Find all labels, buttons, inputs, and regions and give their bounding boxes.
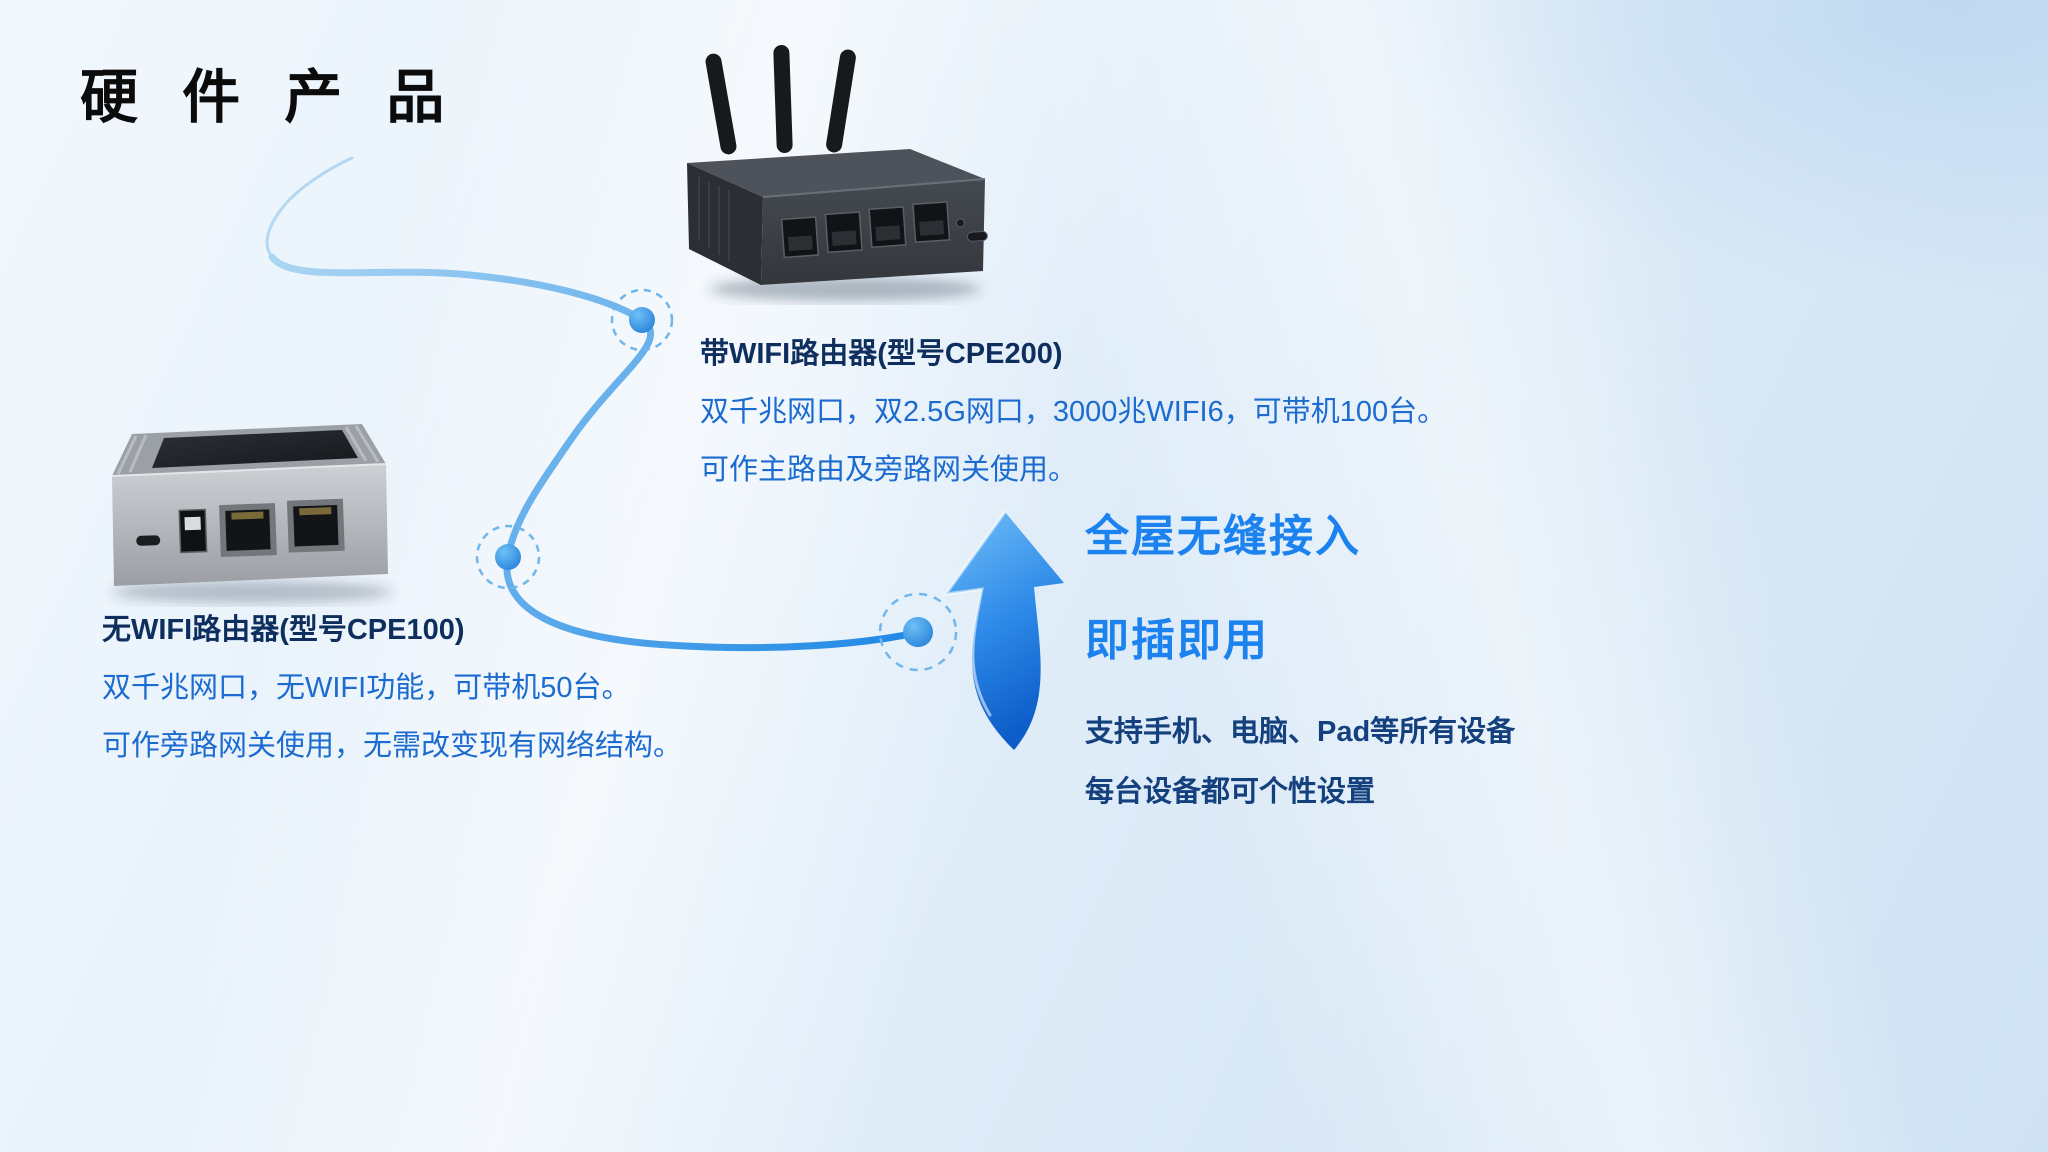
cpe100-desc-2: 可作旁路网关使用，无需改变现有网络结构。 [102, 730, 683, 762]
ethernet-port-2 [286, 498, 345, 553]
cpe100-desc-1: 双千兆网口，无WIFI功能，可带机50台。 [102, 672, 631, 704]
cpe200-desc-2: 可作主路由及旁路网关使用。 [700, 454, 1078, 486]
curve-main [268, 253, 920, 652]
cpe200-router-image [687, 45, 988, 301]
connector-node-1 [610, 288, 674, 352]
benefit-line-2: 每台设备都可个性设置 [1085, 776, 1376, 808]
up-arrow-icon [942, 510, 1064, 750]
usb-a-port [178, 508, 208, 554]
cpe200-info: 带WIFI路由器(型号CPE200) 双千兆网口，双2.5G网口，3000兆WI… [700, 330, 1446, 504]
usb-c-port [136, 535, 161, 546]
ethernet-ports [780, 201, 988, 259]
cpe200-desc-1: 双千兆网口，双2.5G网口，3000兆WIFI6，可带机100台。 [700, 396, 1447, 428]
cpe100-ports [136, 498, 345, 558]
cpe100-router-image [111, 424, 392, 603]
benefit-headline-2: 即插即用 [1085, 616, 1269, 665]
curve-start [265, 156, 354, 259]
benefits-block: 全屋无缝接入 即插即用 支持手机、电脑、Pad等所有设备 每台设备都可个性设置 [1085, 500, 1845, 828]
page-title: 硬 件 产 品 [80, 65, 459, 130]
connector-node-2 [475, 524, 541, 590]
benefit-line-1: 支持手机、电脑、Pad等所有设备 [1085, 716, 1516, 748]
cpe200-name: 带WIFI路由器(型号CPE200) [700, 338, 1063, 370]
cpe100-info: 无WIFI路由器(型号CPE100) 双千兆网口，无WIFI功能，可带机50台。… [102, 606, 682, 780]
benefit-headline-1: 全屋无缝接入 [1085, 512, 1361, 561]
reset-button [955, 218, 965, 228]
usb-c-port [966, 230, 988, 242]
antennas [705, 45, 856, 155]
connector-node-3 [878, 592, 958, 672]
cpe100-name: 无WIFI路由器(型号CPE100) [102, 614, 465, 646]
ethernet-port-1 [219, 503, 277, 558]
